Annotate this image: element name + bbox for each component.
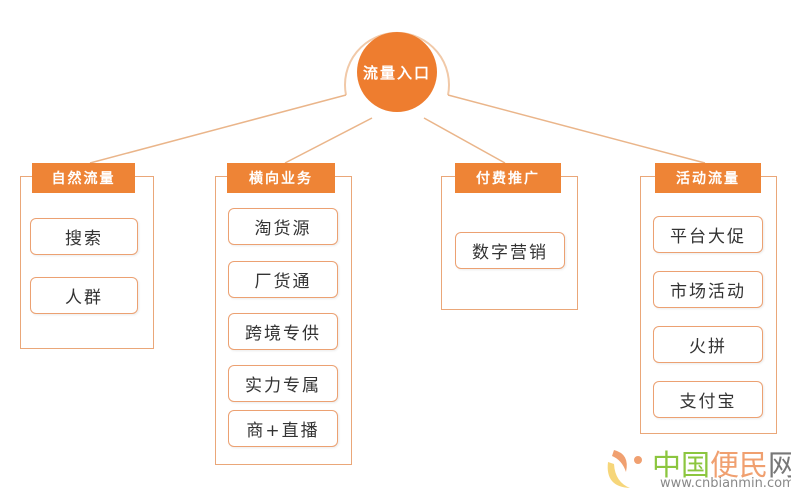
watermark-logo-icon bbox=[607, 450, 642, 488]
node-crowd: 人群 bbox=[30, 277, 138, 314]
node-live-commerce: 商+直播 bbox=[228, 410, 338, 447]
column-frame-natural bbox=[20, 176, 154, 349]
node-taohuoyuan: 淘货源 bbox=[228, 208, 338, 245]
connector-line bbox=[447, 94, 706, 164]
node-digital-marketing: 数字营销 bbox=[455, 232, 565, 269]
watermark-name-part: 网 bbox=[768, 448, 791, 482]
connector-line bbox=[284, 117, 373, 164]
node-alipay: 支付宝 bbox=[653, 381, 763, 418]
watermark-name: 中国便民网 bbox=[652, 442, 791, 484]
node-market-activity: 市场活动 bbox=[653, 271, 763, 308]
node-search: 搜索 bbox=[30, 218, 138, 255]
watermark-url: www.cnbianmin.com bbox=[660, 476, 791, 491]
connector-line bbox=[423, 117, 506, 164]
watermark-name-part: 中国 bbox=[652, 448, 711, 482]
node-platform-promo: 平台大促 bbox=[653, 216, 763, 253]
node-strength-exclusive: 实力专属 bbox=[228, 365, 338, 402]
node-huopin: 火拼 bbox=[653, 326, 763, 363]
node-changhuotong: 厂货通 bbox=[228, 261, 338, 298]
column-header-natural: 自然流量 bbox=[32, 163, 135, 193]
column-header-horizontal: 横向业务 bbox=[227, 163, 335, 193]
watermark-name-part: 便民 bbox=[710, 448, 769, 482]
column-header-paid: 付费推广 bbox=[455, 163, 561, 193]
node-cross-border: 跨境专供 bbox=[228, 313, 338, 350]
center-node: 流量入口 bbox=[357, 32, 437, 112]
connector-line bbox=[89, 94, 347, 164]
column-header-activity: 活动流量 bbox=[655, 163, 761, 193]
